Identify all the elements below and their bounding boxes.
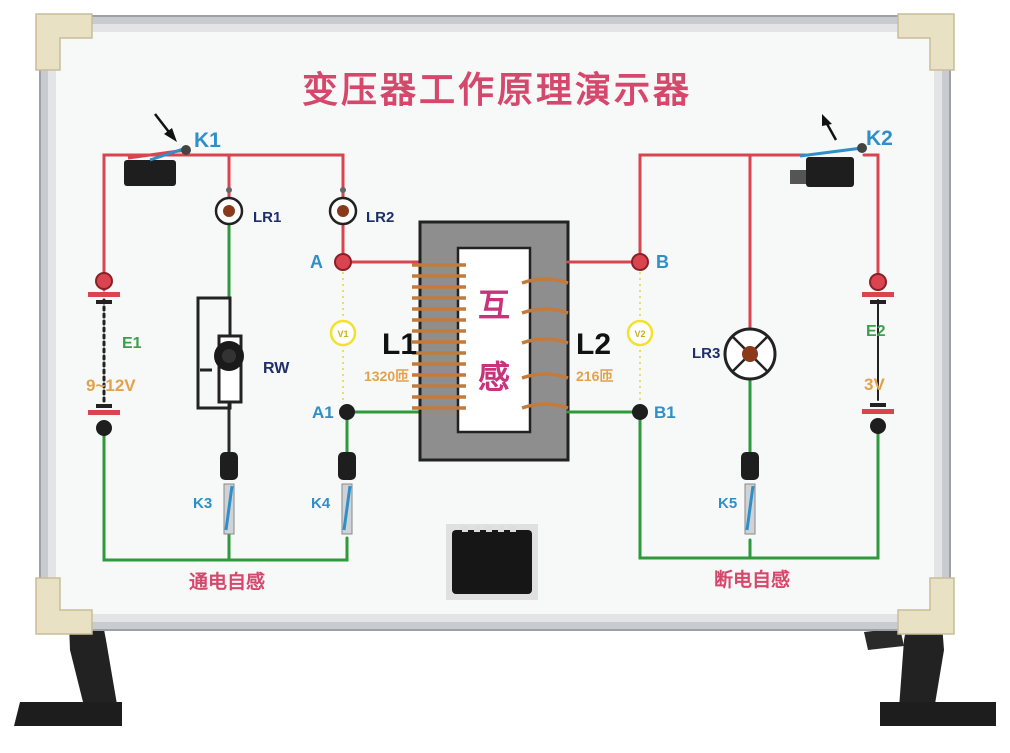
switch-k3[interactable]: [220, 452, 238, 535]
voltmeter-v2[interactable]: [626, 319, 654, 347]
corner-caps: [35, 13, 955, 635]
label-k3: K3: [193, 495, 212, 512]
label-e2-voltage: 3V: [864, 375, 885, 394]
label-v2: V2: [634, 329, 645, 339]
label-b1: B1: [654, 403, 676, 422]
voltmeter-v1[interactable]: [329, 319, 357, 347]
label-v1: V1: [337, 329, 348, 339]
label-k2: K2: [866, 127, 893, 150]
label-l1: L1: [382, 328, 417, 361]
terminal-e1-positive[interactable]: [95, 272, 113, 290]
label-k5: K5: [718, 495, 737, 512]
terminal-b1[interactable]: [632, 404, 648, 420]
arrow-down-icon: [154, 113, 177, 142]
label-l2-turns: 216匝: [576, 368, 613, 384]
label-k1: K1: [194, 129, 221, 152]
label-a1: A1: [312, 403, 334, 422]
switch-k4[interactable]: [338, 452, 356, 535]
terminal-e2-positive[interactable]: [869, 273, 887, 291]
section-left-label: 通电自感: [189, 570, 265, 593]
label-a: A: [310, 252, 323, 272]
label-e2: E2: [866, 323, 886, 340]
lamp-lr1[interactable]: [214, 187, 244, 226]
terminal-a[interactable]: [334, 253, 352, 271]
label-b: B: [656, 252, 669, 272]
terminal-e2-negative[interactable]: [870, 418, 886, 434]
section-right-label: 断电自感: [714, 568, 790, 591]
label-lr1: LR1: [253, 209, 281, 226]
rheostat-rw[interactable]: [196, 296, 244, 410]
label-k4: K4: [311, 495, 331, 512]
coil-l1: [412, 263, 466, 410]
coil-l2: [521, 277, 569, 410]
label-l2: L2: [576, 328, 611, 361]
label-l1-turns: 1320匝: [364, 368, 409, 384]
label-e1-voltage: 9~12V: [86, 376, 136, 395]
terminal-b[interactable]: [631, 253, 649, 271]
board-title: 变压器工作原理演示器: [302, 69, 692, 111]
battery-e2-plate: [862, 292, 894, 297]
mini-transformer: [446, 524, 538, 600]
right-circuit-wires: [566, 153, 880, 560]
label-rw: RW: [263, 360, 290, 377]
label-e1: E1: [122, 335, 142, 352]
arrow-up-icon: [822, 114, 838, 141]
switch-k5[interactable]: [741, 452, 759, 535]
label-lr3: LR3: [692, 345, 720, 362]
switch-k1[interactable]: [124, 145, 191, 186]
core-label-top: 互: [478, 286, 510, 324]
switch-k2[interactable]: [790, 143, 867, 187]
lamp-lr3[interactable]: [723, 327, 777, 381]
terminal-a1[interactable]: [339, 404, 355, 420]
label-lr2: LR2: [366, 209, 394, 226]
lamp-lr2[interactable]: [328, 187, 358, 226]
core-label-bottom: 感: [478, 358, 510, 396]
battery-e1-plate: [88, 292, 120, 297]
terminal-e1-negative[interactable]: [96, 420, 112, 436]
